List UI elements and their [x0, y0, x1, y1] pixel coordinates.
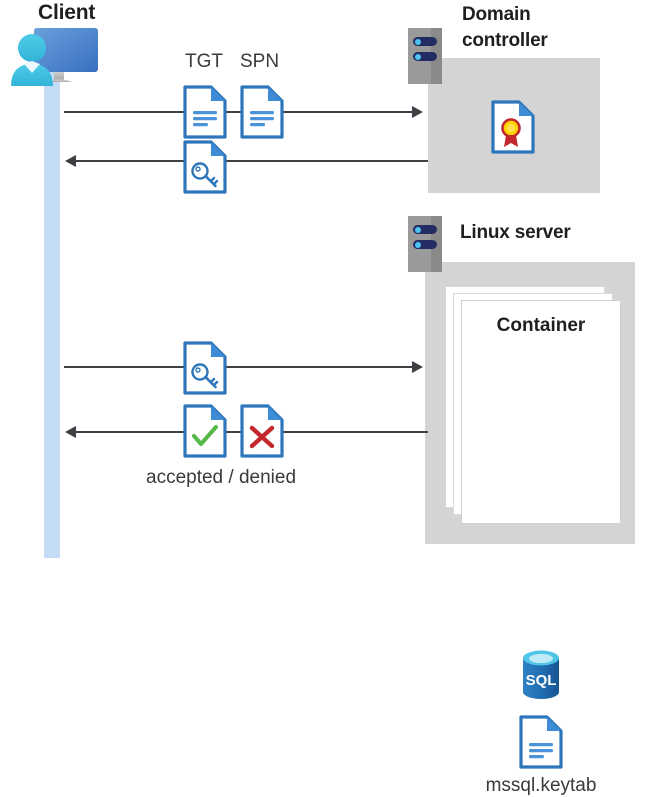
- document-certificate-icon: [491, 100, 535, 154]
- document-key-icon-linux-request: [183, 341, 227, 395]
- server-rack-icon-linux: [408, 216, 442, 272]
- document-tgt-icon: [183, 85, 227, 139]
- container-title: Container: [496, 315, 586, 336]
- dc-title-line2: controller: [462, 30, 548, 51]
- spn-label: SPN: [240, 51, 280, 72]
- diagram-canvas: Client Domain controller: [10, 1, 635, 796]
- arrow-dc-to-client-head: [65, 155, 76, 167]
- container-card-stack: Container SQL: [445, 286, 621, 796]
- page-title-linux-server: Linux server: [460, 222, 571, 243]
- client-computer-user-icon: [10, 24, 106, 86]
- server-rack-icon-dc: [408, 28, 442, 84]
- arrow-client-to-dc-line: [64, 111, 412, 113]
- accepted-denied-label: accepted / denied: [146, 467, 297, 488]
- arrow-client-to-dc-head: [412, 106, 423, 118]
- page-title-domain-controller: Domain controller: [462, 2, 632, 54]
- document-spn-icon: [240, 85, 284, 139]
- arrow-dc-to-client-line: [76, 160, 428, 162]
- sql-database-icon: SQL: [517, 647, 565, 703]
- arrow-client-to-linux-line: [64, 366, 412, 368]
- document-keytab-icon: [519, 715, 563, 769]
- arrow-linux-to-client-head: [65, 426, 76, 438]
- document-key-icon-dc-reply: [183, 140, 227, 194]
- page-title-client: Client: [38, 1, 96, 24]
- svg-text:SQL: SQL: [526, 672, 557, 689]
- arrow-client-to-linux-head: [412, 361, 423, 373]
- document-accepted-icon: [183, 404, 227, 458]
- dc-title-line1: Domain: [462, 4, 531, 25]
- client-lifeline: [44, 66, 60, 558]
- document-denied-icon: [240, 404, 284, 458]
- tgt-label: TGT: [185, 51, 223, 72]
- keytab-filename-label: mssql.keytab: [485, 775, 597, 796]
- container-card-front: Container SQL: [461, 300, 621, 796]
